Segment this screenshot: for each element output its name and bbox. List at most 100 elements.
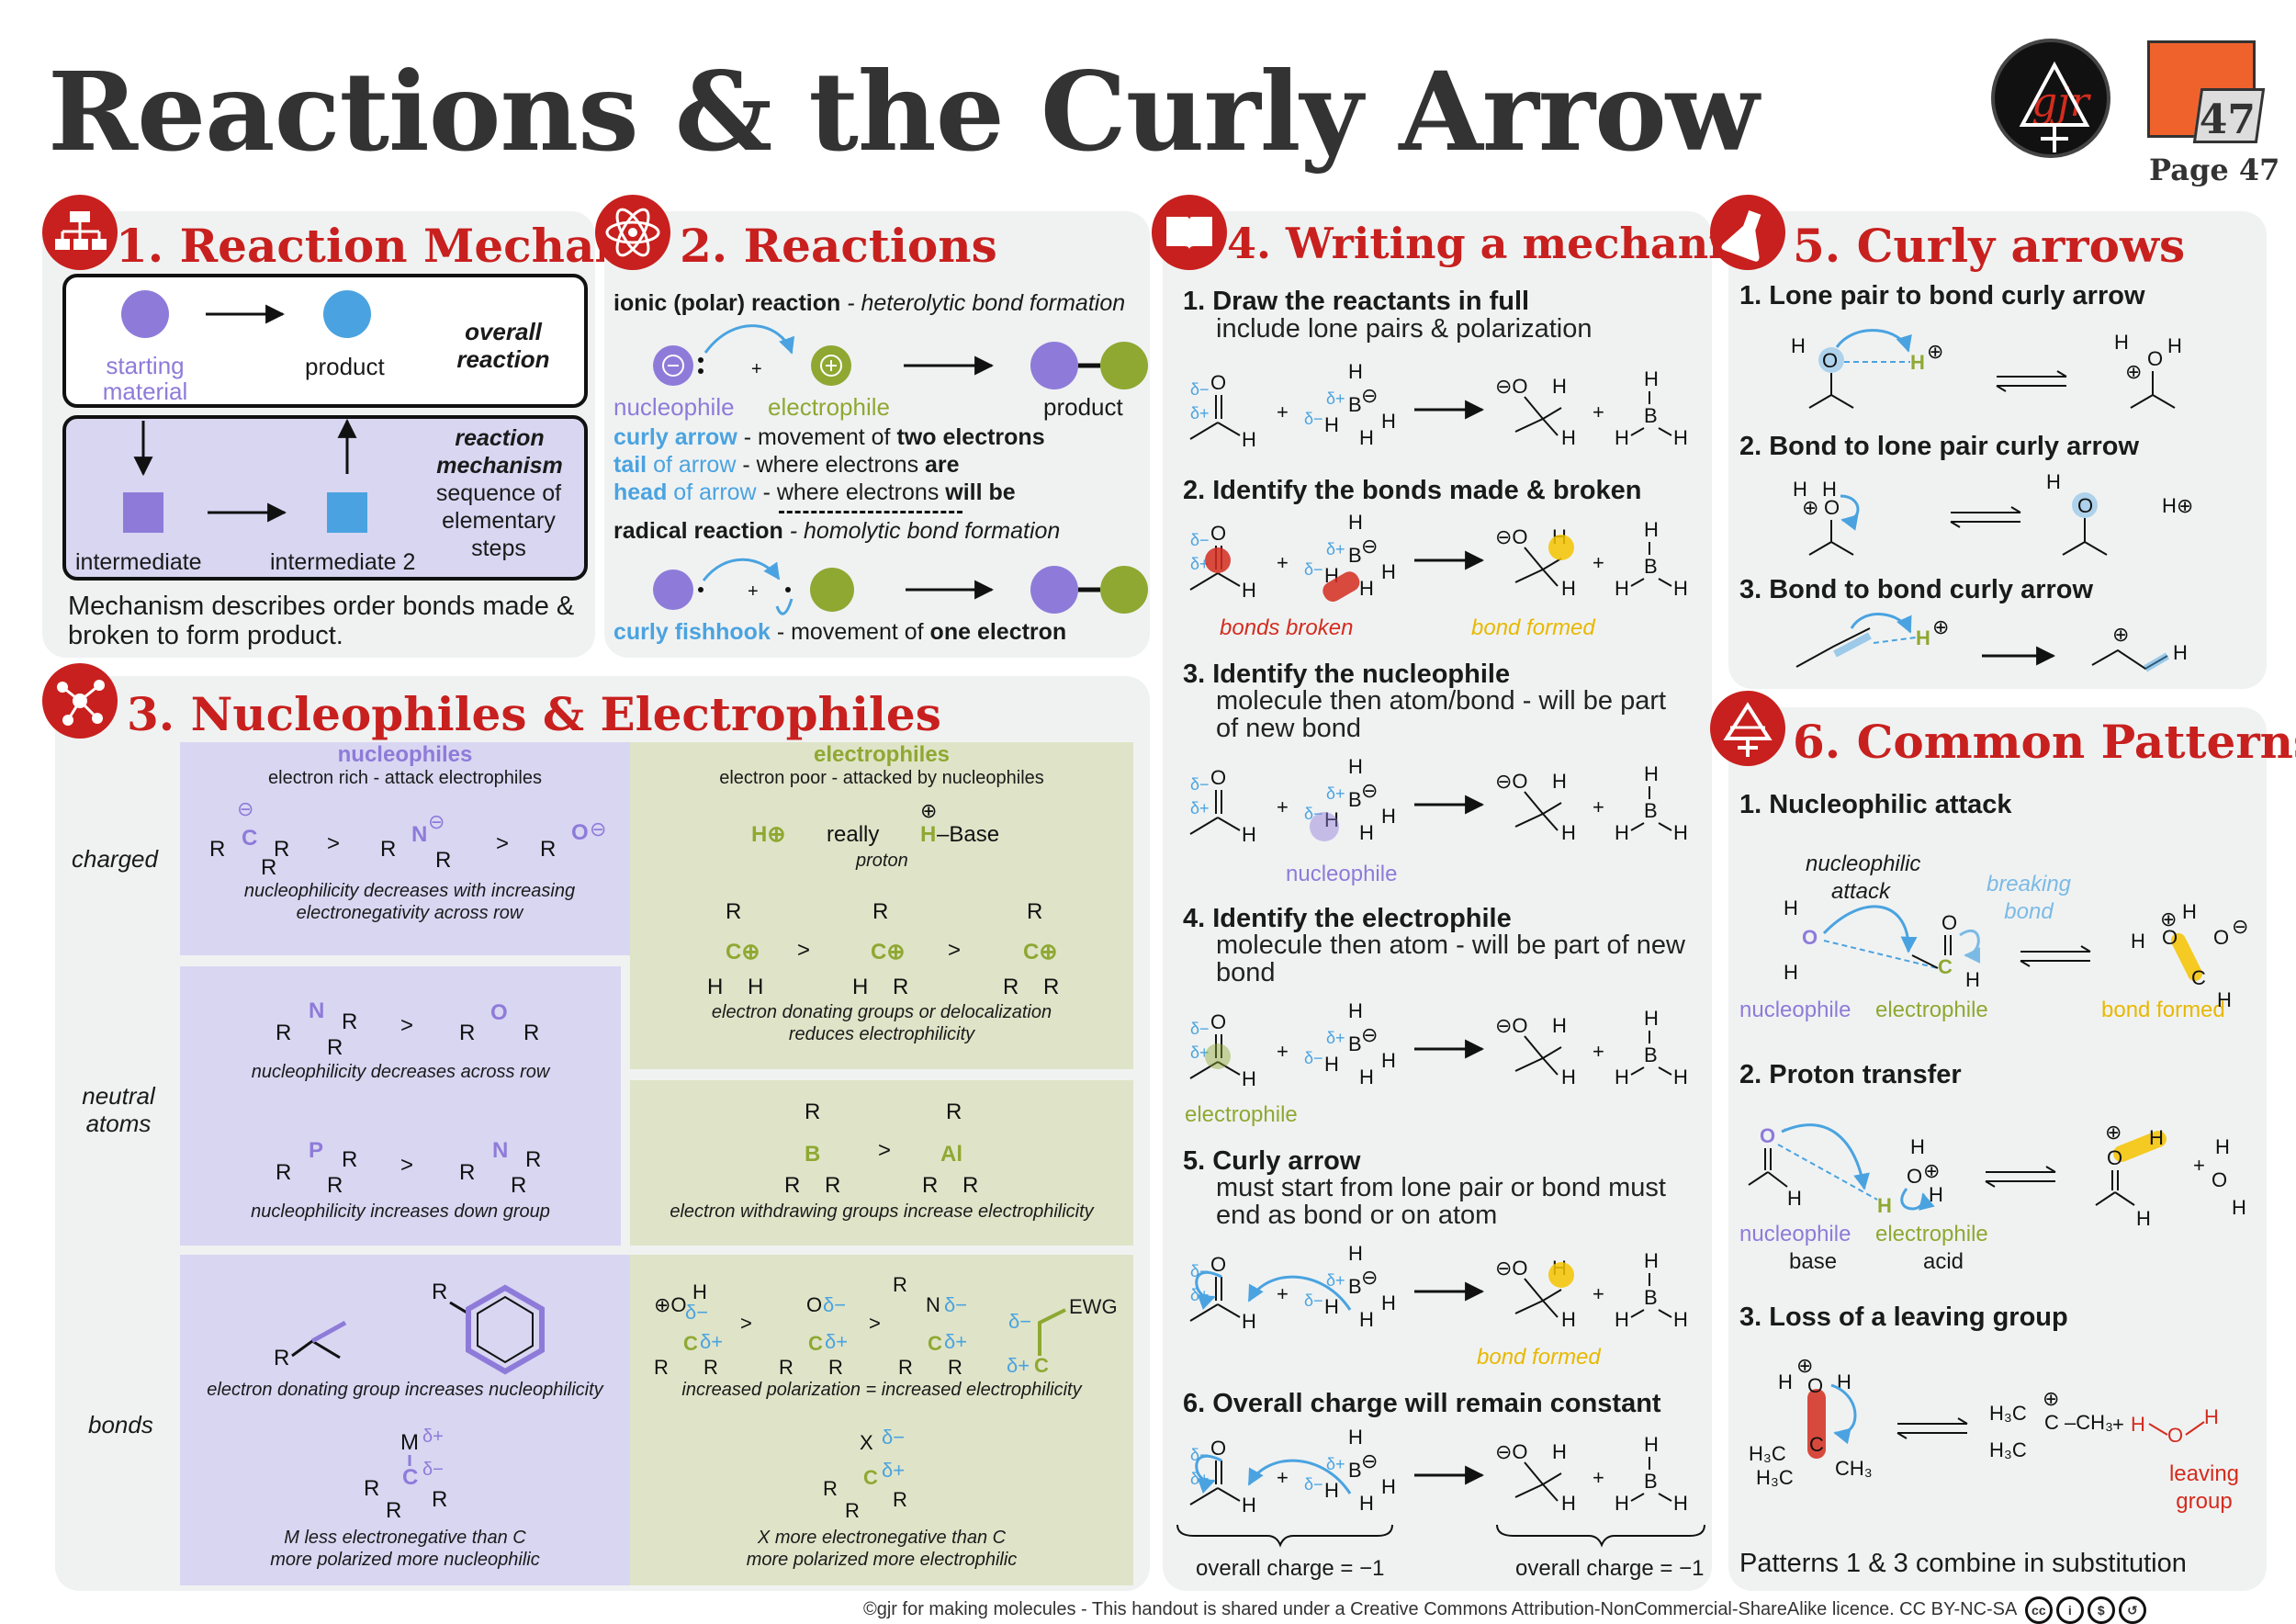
svg-text:R: R bbox=[380, 837, 396, 862]
svg-text:H: H bbox=[1242, 428, 1256, 451]
intermediate-label: intermediate bbox=[75, 549, 202, 575]
svg-text:–Base: –Base bbox=[937, 822, 999, 847]
svg-text:H: H bbox=[1381, 410, 1396, 433]
nuc-note-4: electron donating group increases nucleo… bbox=[207, 1380, 603, 1400]
svg-text:R: R bbox=[893, 1273, 907, 1296]
elec-note-2b: reduces electrophilicity bbox=[788, 1024, 975, 1044]
gjr-logo: gjr bbox=[1991, 39, 2110, 158]
svg-text:Al: Al bbox=[940, 1142, 962, 1167]
svg-text:R: R bbox=[523, 1021, 539, 1045]
cc-icon: cc bbox=[2024, 1596, 2053, 1624]
elec-neutral-bg bbox=[630, 1080, 1133, 1246]
svg-text:δ−: δ− bbox=[944, 1293, 967, 1316]
svg-text:>: > bbox=[400, 1013, 413, 1038]
svg-text:H: H bbox=[1359, 426, 1374, 449]
svg-text:⊕O: ⊕O bbox=[654, 1293, 687, 1316]
nuc-note-2: nucleophilicity decreases across row bbox=[251, 1062, 550, 1082]
svg-text:R: R bbox=[823, 1477, 838, 1500]
svg-text:δ+: δ+ bbox=[1007, 1354, 1030, 1377]
svg-text:δ−: δ− bbox=[823, 1293, 846, 1316]
svg-text:⊖: ⊖ bbox=[2232, 915, 2248, 938]
svg-text:H: H bbox=[1837, 1370, 1851, 1393]
bonds-broken-label: bonds broken bbox=[1220, 615, 1354, 640]
alchemy-logo-icon: gjr bbox=[2019, 61, 2092, 152]
svg-text:⊖: ⊖ bbox=[590, 818, 606, 840]
svg-text:H: H bbox=[852, 975, 868, 999]
nucleophilic-attack-label: nucleophilic attack bbox=[1806, 851, 1921, 904]
s6-bond-formed-label: bond formed bbox=[2101, 998, 2225, 1022]
svg-text:H: H bbox=[692, 1280, 707, 1303]
svg-text:H: H bbox=[2232, 1196, 2246, 1219]
overall-charge-right: overall charge = −1 bbox=[1515, 1556, 1705, 1581]
section-5-panel bbox=[1728, 211, 2267, 689]
s4-step5-h: 5. Curly arrow bbox=[1183, 1146, 1361, 1176]
license-footer: ©gjr for making molecules - This handout… bbox=[863, 1596, 2146, 1624]
elec-proton-label: proton bbox=[856, 851, 908, 871]
svg-text:H: H bbox=[1324, 413, 1339, 436]
elec-sub: electron poor - attacked by nucleophiles bbox=[719, 768, 1044, 788]
svg-text:R: R bbox=[386, 1498, 401, 1523]
product-label-2: product bbox=[1043, 393, 1123, 421]
svg-text:⊕: ⊕ bbox=[2105, 1121, 2122, 1144]
svg-text:⊕: ⊕ bbox=[1932, 615, 1949, 638]
svg-text:>: > bbox=[878, 1138, 891, 1163]
leaving-group-label: leaving group bbox=[2168, 1461, 2240, 1514]
page-number: 47 bbox=[2199, 96, 2256, 143]
curly-rest1: - movement of bbox=[737, 424, 897, 450]
ionic-reaction-line: ionic (polar) reaction - heterolytic bon… bbox=[613, 290, 1125, 317]
svg-text:P: P bbox=[309, 1138, 323, 1163]
head-rest2: - where electrons bbox=[756, 479, 946, 505]
svg-text:R: R bbox=[432, 1280, 447, 1304]
svg-text:δ+: δ+ bbox=[944, 1330, 967, 1353]
mechanism-footer: Mechanism describes order bonds made & b… bbox=[68, 592, 575, 650]
svg-text:>: > bbox=[496, 831, 509, 856]
svg-text:N: N bbox=[926, 1293, 940, 1316]
svg-text:H: H bbox=[1787, 1187, 1802, 1210]
svg-text:⊖O: ⊖O bbox=[1495, 375, 1528, 398]
svg-text:+: + bbox=[748, 581, 759, 602]
svg-text:O: O bbox=[1210, 371, 1226, 394]
radical-rest: - homolytic bond formation bbox=[782, 518, 1061, 544]
svg-text:R: R bbox=[893, 975, 908, 999]
svg-text:C: C bbox=[2191, 966, 2206, 989]
svg-text:H: H bbox=[748, 975, 763, 999]
ionic-bold: ionic (polar) reaction bbox=[613, 290, 841, 316]
row-label-bonds: bonds bbox=[88, 1411, 153, 1438]
svg-text:O: O bbox=[1802, 926, 1818, 949]
svg-text:R: R bbox=[1043, 975, 1059, 999]
svg-text:H: H bbox=[1929, 1183, 1943, 1206]
radical-reaction-line: radical reaction - homolytic bond format… bbox=[613, 518, 1060, 545]
s4-step3-h: 3. Identify the nucleophile bbox=[1183, 660, 1511, 689]
svg-text:O: O bbox=[2213, 926, 2229, 949]
svg-text:C: C bbox=[2044, 1411, 2059, 1434]
svg-text:>: > bbox=[869, 1312, 881, 1335]
svg-text:O: O bbox=[1824, 496, 1840, 519]
s6-item-3: 3. Loss of a leaving group bbox=[1739, 1303, 2068, 1332]
svg-text:H: H bbox=[2149, 1126, 2164, 1149]
svg-text:H: H bbox=[2215, 1135, 2230, 1158]
svg-text:C: C bbox=[402, 1465, 418, 1490]
svg-text:O: O bbox=[1807, 1374, 1823, 1397]
electrophiles-heading: electrophiles electron poor - attacked b… bbox=[630, 742, 1133, 789]
svg-text:>: > bbox=[327, 831, 340, 856]
svg-text:R: R bbox=[327, 1173, 343, 1198]
svg-text:R: R bbox=[276, 1160, 291, 1185]
nuc-note-5a: M less electronegative than C bbox=[284, 1528, 526, 1548]
s5-item-3: 3. Bond to bond curly arrow bbox=[1739, 575, 2094, 604]
svg-text:+: + bbox=[2193, 1154, 2205, 1177]
svg-text:N: N bbox=[492, 1138, 508, 1163]
elec-note-3: electron withdrawing groups increase ele… bbox=[670, 1201, 1094, 1222]
svg-text:δ+: δ+ bbox=[1190, 404, 1210, 423]
tail-bold: tail bbox=[613, 452, 647, 478]
book-icon bbox=[1152, 195, 1227, 270]
svg-text:H: H bbox=[1348, 360, 1363, 383]
svg-text:·: · bbox=[1782, 1117, 1788, 1140]
s4-step2-h: 2. Identify the bonds made & broken bbox=[1183, 476, 1642, 505]
fish-bold: curly fishhook bbox=[613, 619, 771, 645]
svg-text:R: R bbox=[209, 837, 225, 862]
elec-note-5b: more polarized more electrophilic bbox=[746, 1550, 1018, 1570]
page-label: Page 47 bbox=[2149, 152, 2280, 187]
svg-text:>: > bbox=[740, 1312, 752, 1335]
tail-rest2: - where electrons bbox=[736, 452, 926, 478]
elec-note-2a: electron donating groups or delocalizati… bbox=[711, 1002, 1052, 1022]
